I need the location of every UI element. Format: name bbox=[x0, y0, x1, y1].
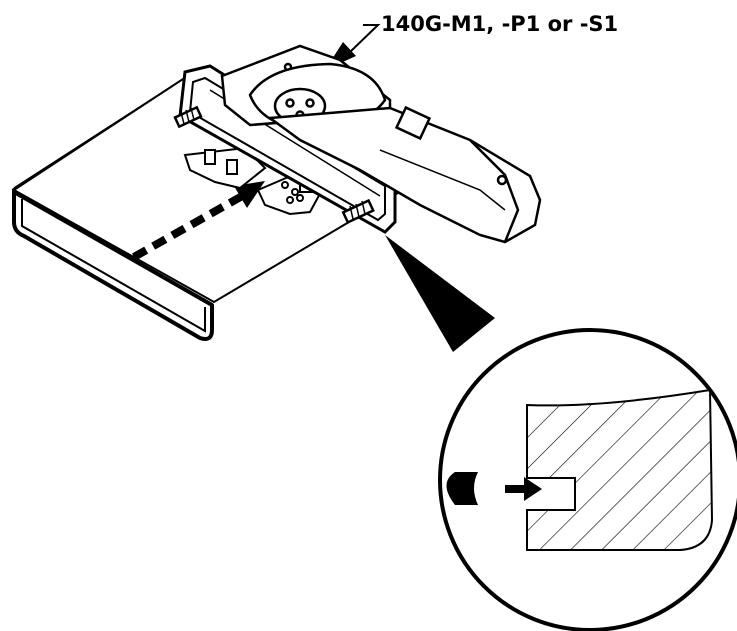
callout-label: 140G-M1, -P1 or -S1 bbox=[381, 12, 618, 36]
screw-right bbox=[341, 198, 375, 225]
detail-view bbox=[438, 328, 737, 631]
detail-pointer bbox=[385, 235, 495, 352]
panel-top-edge bbox=[13, 78, 184, 189]
push-arrow bbox=[505, 477, 542, 501]
panel-front-edge bbox=[12, 188, 214, 341]
arrow-right-icon bbox=[524, 477, 542, 501]
screw-left bbox=[173, 105, 203, 129]
tool-tip bbox=[446, 472, 478, 505]
rotary-handle bbox=[220, 44, 542, 244]
callout: 140G-M1, -P1 or -S1 bbox=[325, 12, 618, 70]
callout-leader bbox=[349, 24, 381, 53]
mounting-panel bbox=[12, 77, 406, 341]
hatched-section bbox=[526, 388, 714, 551]
